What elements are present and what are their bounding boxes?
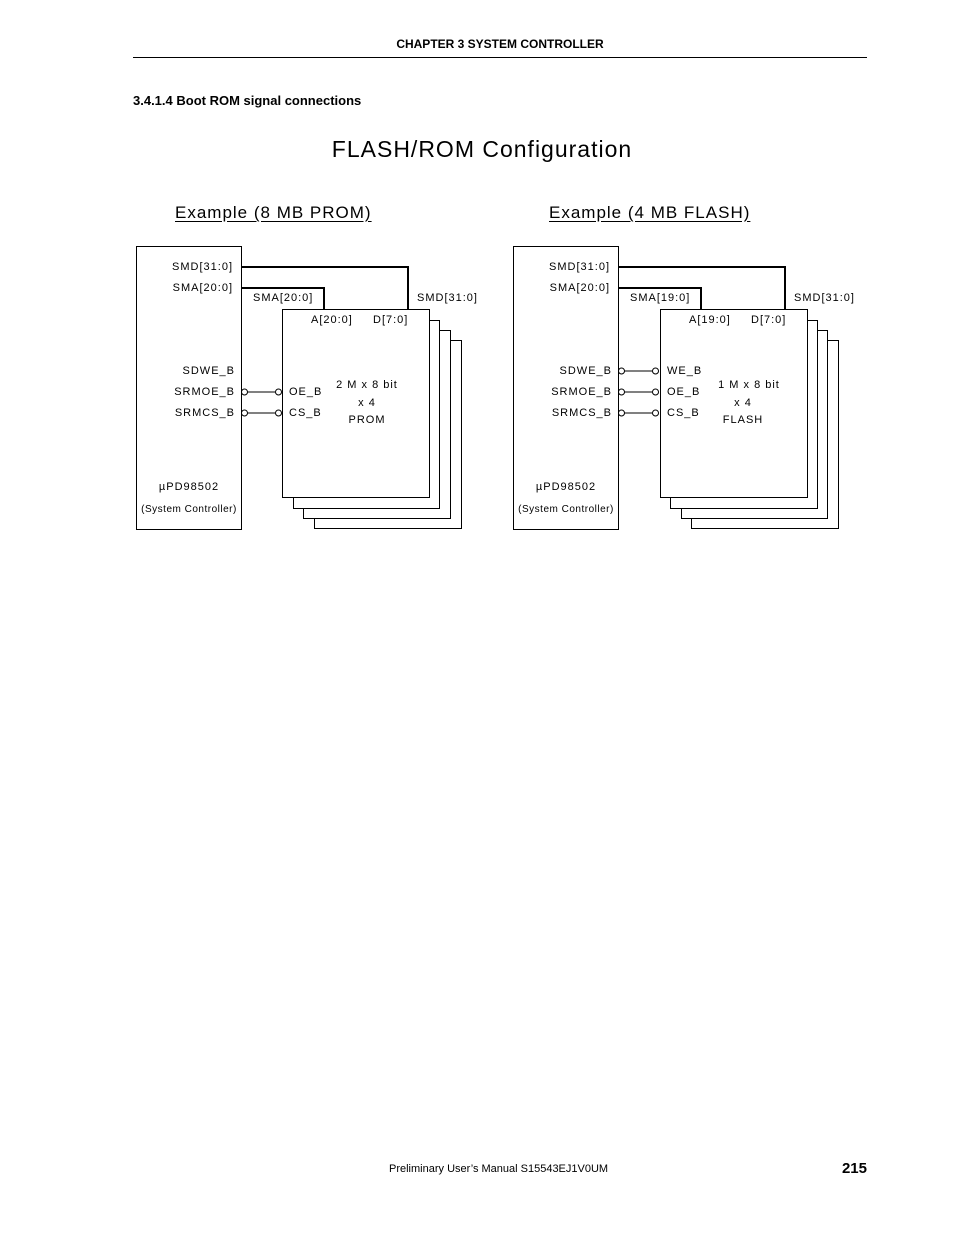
footer-manual: Preliminary User’s Manual S15543EJ1V0UM [389, 1163, 609, 1175]
pin-bubble-oe [275, 388, 282, 396]
bus-smd-label: SMD[31:0] [794, 292, 855, 304]
wire-sma-bus [242, 287, 325, 309]
example-flash-title: Example (4 MB FLASH) [549, 203, 751, 222]
mem-cs-pin: CS_B [289, 407, 322, 419]
ctrl-chip-name: µPD98502 [158, 481, 220, 493]
pin-bubble-srmoe [241, 388, 248, 396]
ctrl-sdwe-pin: SDWE_B [559, 365, 612, 377]
figure-title: FLASH/ROM Configuration [331, 136, 633, 162]
wire-sma-bus [619, 287, 702, 309]
ctrl-sdwe-pin: SDWE_B [182, 365, 235, 377]
ctrl-chip-name: µPD98502 [535, 481, 597, 493]
memory-chip-1: A[19:0] D[7:0] WE_B OE_B CS_B 1 M x 8 bi… [660, 309, 808, 498]
pin-bubble-cs [275, 409, 282, 417]
memory-chip-1: A[20:0] D[7:0] OE_B CS_B 2 M x 8 bit x 4… [282, 309, 430, 498]
ctrl-srmcs-pin: SRMCS_B [551, 407, 612, 419]
ctrl-srmoe-pin: SRMOE_B [174, 386, 235, 398]
mem-oe-pin: OE_B [289, 386, 323, 398]
ctrl-srmoe-pin: SRMOE_B [551, 386, 612, 398]
mem-addr-pin: A[20:0] [311, 314, 353, 326]
section-title: 3.4.1.4 Boot ROM signal connections [133, 93, 362, 108]
mem-count-label: x 4 [358, 397, 376, 409]
ctrl-chip-sub: (System Controller) [141, 504, 237, 515]
ctrl-smd-pin: SMD[31:0] [172, 261, 233, 273]
mem-we-pin: WE_B [667, 365, 703, 377]
mem-size-label: 1 M x 8 bit [718, 379, 780, 391]
ctrl-srmcs-pin: SRMCS_B [174, 407, 235, 419]
bus-sma-label: SMA[19:0] [630, 292, 691, 304]
wire-smd-bus [619, 266, 786, 309]
mem-type-label: FLASH [722, 414, 764, 426]
pin-bubble-srmcs [618, 409, 625, 417]
pin-bubble-srmcs [241, 409, 248, 417]
page-number: 215 [841, 1160, 867, 1177]
ctrl-sma-pin: SMA[20:0] [549, 282, 610, 294]
mem-addr-pin: A[19:0] [689, 314, 731, 326]
header-rule [133, 57, 867, 58]
mem-type-label: PROM [348, 414, 386, 426]
bus-sma-label: SMA[20:0] [253, 292, 314, 304]
bus-smd-label: SMD[31:0] [417, 292, 478, 304]
mem-cs-pin: CS_B [667, 407, 700, 419]
ctrl-sma-pin: SMA[20:0] [172, 282, 233, 294]
mem-data-pin: D[7:0] [373, 314, 409, 326]
ctrl-smd-pin: SMD[31:0] [549, 261, 610, 273]
pin-bubble-cs [652, 409, 659, 417]
pin-bubble-sdwe [618, 367, 625, 375]
example-prom-title: Example (8 MB PROM) [175, 203, 372, 222]
pin-bubble-oe [652, 388, 659, 396]
mem-data-pin: D[7:0] [751, 314, 787, 326]
system-controller-block: SMD[31:0] SMA[20:0] SDWE_B SRMOE_B SRMCS… [513, 246, 619, 530]
mem-count-label: x 4 [734, 397, 752, 409]
system-controller-block: SMD[31:0] SMA[20:0] SDWE_B SRMOE_B SRMCS… [136, 246, 242, 530]
chapter-header: CHAPTER 3 SYSTEM CONTROLLER [396, 37, 604, 51]
pin-bubble-we [652, 367, 659, 375]
pin-bubble-srmoe [618, 388, 625, 396]
wire-smd-bus [242, 266, 409, 309]
ctrl-chip-sub: (System Controller) [518, 504, 614, 515]
mem-size-label: 2 M x 8 bit [336, 379, 398, 391]
mem-oe-pin: OE_B [667, 386, 701, 398]
